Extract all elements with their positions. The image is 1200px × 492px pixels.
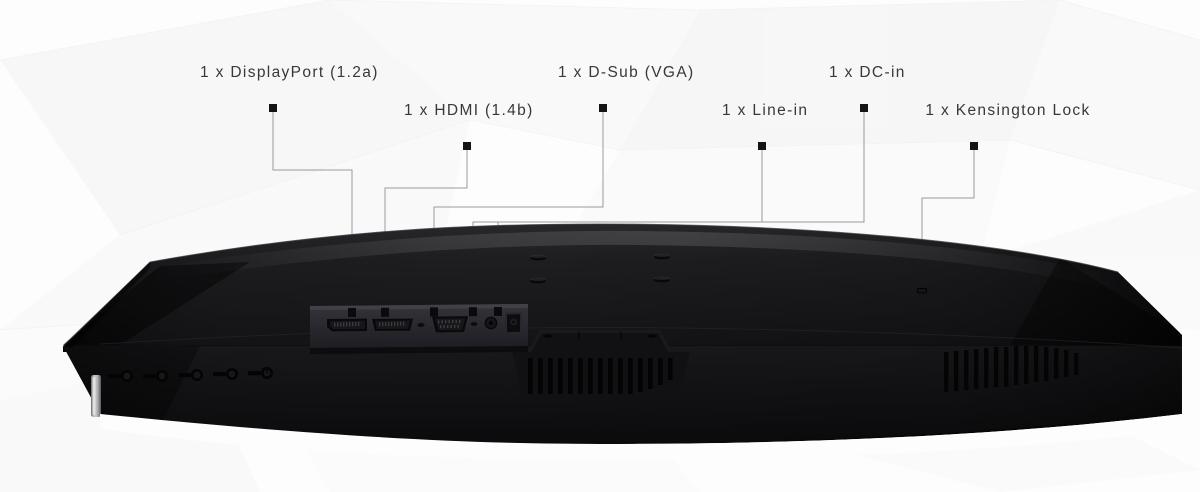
callout-marker-hdmi [463,142,471,150]
callout-marker-dc-in [860,104,868,112]
port-displayport [327,318,367,332]
power-led-indicator [91,375,101,417]
port-dc-in [505,312,522,335]
osd-power-button [248,367,273,379]
osd-control-buttons [108,367,273,382]
center-ventilation-grille [512,352,690,400]
vesa-mount-plate [530,253,670,284]
callout-marker-dsub-vga [599,104,607,112]
right-ventilation-grille [944,346,1079,392]
port-hdmi [372,318,413,331]
callout-marker-displayport [269,104,277,112]
callout-label-dc-in: 1 x DC-in [829,64,906,81]
callout-marker-line-in [758,142,766,150]
panel-screw-left [417,323,425,327]
callout-label-dsub-vga: 1 x D-Sub (VGA) [558,64,695,81]
osd-button-4 [213,368,238,380]
left-edge-taper [63,262,150,348]
panel-screw-right [470,322,478,326]
osd-button-2 [143,370,168,382]
osd-button-1 [108,370,133,382]
port-leader-tabs [348,307,502,317]
port-line-in [484,316,498,330]
vent-slot-group-center [528,358,673,394]
callout-label-displayport: 1 x DisplayPort (1.2a) [200,64,379,81]
kensington-lock-slot [917,288,927,294]
stand-neck-housing [528,330,672,352]
port-dsub [432,316,468,333]
callout-marker-kensington-lock [970,142,978,150]
osd-button-3 [178,369,203,381]
callout-label-kensington-lock: 1 x Kensington Lock [925,102,1091,119]
callout-label-line-in: 1 x Line-in [722,102,809,119]
callout-label-hdmi: 1 x HDMI (1.4b) [404,102,534,119]
shell-seam [99,327,1183,349]
io-port-panel [310,304,528,354]
